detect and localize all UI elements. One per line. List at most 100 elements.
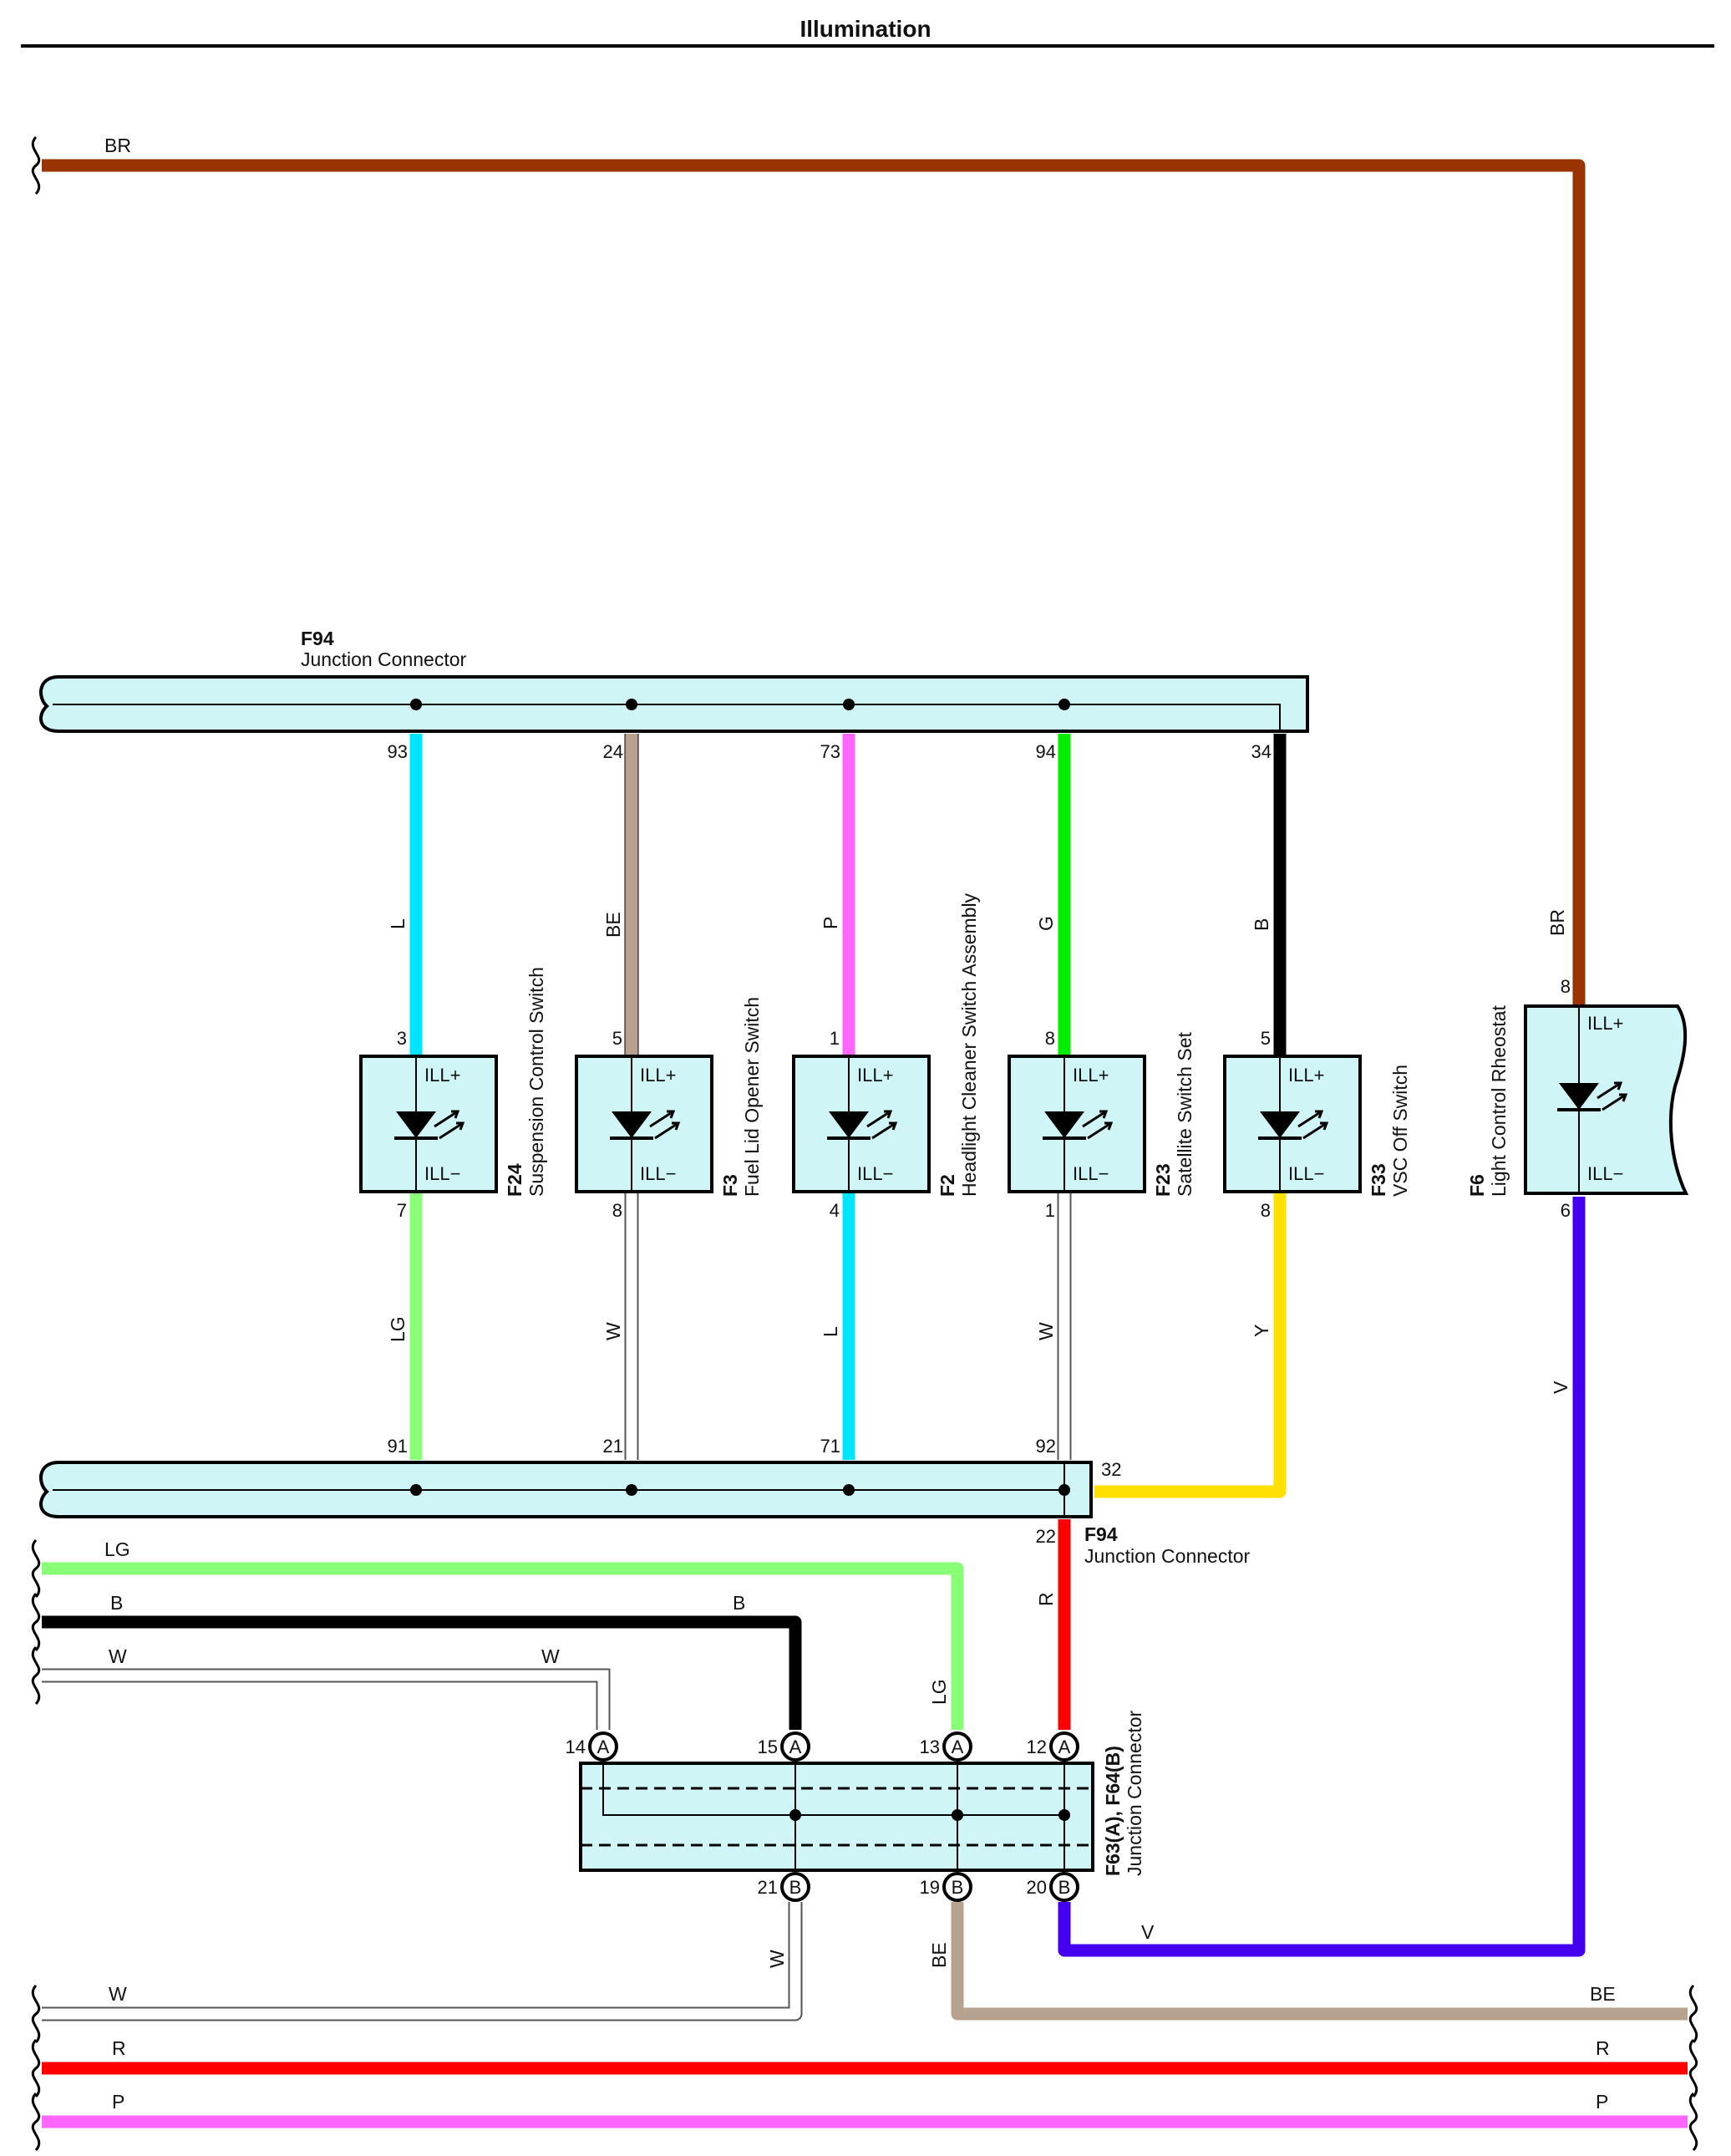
wire-label: B (1251, 918, 1272, 931)
wire-label: W (766, 1950, 788, 1968)
pin-label: 21 (603, 1436, 623, 1457)
splice-dot (410, 1484, 422, 1496)
wire-label: W (1035, 1322, 1057, 1340)
component-name: Suspension Control Switch (525, 967, 547, 1197)
ill-minus-label: ILL− (1073, 1163, 1109, 1184)
wire-break-p-right (1688, 2092, 1698, 2152)
wire-label: P (1596, 2091, 1608, 2113)
pin-label: 12 (1027, 1736, 1047, 1757)
wire-label: R (1035, 1592, 1057, 1606)
splice-dot (952, 1809, 963, 1821)
wire-label: LG (928, 1679, 950, 1705)
wire-label: W (602, 1322, 624, 1340)
splice-dot (843, 1484, 855, 1496)
ill-minus-label: ILL− (857, 1163, 893, 1184)
wire-break-w (31, 1645, 41, 1706)
component-name: Headlight Cleaner Switch Assembly (958, 892, 980, 1197)
splice-dot (843, 699, 855, 710)
wire-label: R (1596, 2037, 1610, 2059)
pin-label: 8 (1561, 976, 1571, 997)
pin-label: 15 (758, 1736, 778, 1757)
wire-label: L (387, 918, 409, 929)
ill-minus-label: ILL− (424, 1163, 460, 1184)
wire-label: LG (104, 1538, 130, 1560)
terminal-a: A (588, 1731, 618, 1762)
wire-label: V (1550, 1381, 1571, 1394)
pin-label: 32 (1101, 1459, 1121, 1480)
wire-label: BE (602, 912, 624, 938)
junction-connector-f63 (579, 1762, 1094, 1872)
pin-label: 4 (830, 1200, 840, 1221)
wire-label: W (109, 1645, 127, 1667)
component-code: F33 (1368, 1163, 1389, 1197)
pin-label: 24 (603, 741, 623, 762)
pin-label: 19 (920, 1877, 940, 1898)
rheostat-f6 (1524, 1004, 1689, 1195)
wire-label: G (1035, 916, 1057, 931)
wire-label: B (110, 1592, 123, 1614)
wire-label: LG (387, 1316, 409, 1342)
junction-top-code: F94 (301, 628, 334, 649)
wire-break-be-right (1688, 1984, 1698, 2044)
terminal-a: A (780, 1731, 810, 1762)
component-name: Fuel Lid Opener Switch (741, 997, 763, 1197)
component-code: F24 (504, 1163, 525, 1197)
wire-label: BE (928, 1942, 950, 1968)
splice-dot (410, 699, 422, 710)
wire-label: R (112, 2037, 126, 2059)
junction-top-name: Junction Connector (301, 648, 467, 670)
junction-connector-top (39, 675, 1309, 733)
pin-label: 7 (397, 1200, 407, 1221)
terminal-b: B (780, 1872, 810, 1902)
wire-label: W (541, 1645, 560, 1667)
pin-label: 92 (1036, 1436, 1056, 1457)
pin-label: 5 (612, 1028, 622, 1049)
pin-label: 8 (1045, 1028, 1055, 1049)
terminal-a: A (1049, 1731, 1079, 1762)
pin-label: 20 (1027, 1877, 1047, 1898)
pin-label: 21 (758, 1877, 778, 1898)
wire-break-lg (31, 1538, 41, 1599)
wire-label: L (820, 1326, 841, 1337)
ill-plus-label: ILL+ (640, 1065, 676, 1086)
splice-dot (1058, 1484, 1070, 1496)
switch-suspension-control (359, 1055, 498, 1193)
wire-label: Y (1251, 1325, 1272, 1337)
pin-label: 8 (1261, 1200, 1271, 1221)
pin-label: 1 (1045, 1200, 1055, 1221)
ill-plus-label: ILL+ (424, 1065, 460, 1086)
svg-text:A: A (789, 1736, 802, 1757)
wire-w-bottom (42, 1902, 803, 2021)
pin-label: 94 (1036, 741, 1056, 762)
wire-break-r-right (1688, 2038, 1698, 2098)
svg-text:B: B (789, 1877, 802, 1898)
ill-plus-label: ILL+ (1073, 1065, 1109, 1086)
terminal-b: B (1049, 1872, 1079, 1902)
component-name: Satellite Switch Set (1174, 1032, 1195, 1197)
pin-label: 22 (1036, 1526, 1056, 1547)
wire-label: W (109, 1983, 127, 2005)
component-code: F23 (1152, 1163, 1174, 1197)
pin-label: 6 (1561, 1200, 1571, 1221)
wire-break-p-left (31, 2092, 41, 2152)
wire-label: P (112, 2091, 124, 2113)
splice-dot (1058, 1809, 1070, 1821)
wire-w (42, 1668, 611, 1730)
switch-fuel-lid-opener (575, 1055, 713, 1193)
svg-text:A: A (952, 1736, 964, 1757)
svg-text:B: B (952, 1877, 964, 1898)
ill-plus-label: ILL+ (1288, 1065, 1324, 1086)
wire-br-top (42, 159, 1586, 1007)
wire-label: P (820, 917, 841, 929)
ill-plus-label: ILL+ (1587, 1013, 1623, 1034)
wire-v (1058, 1197, 1586, 1957)
wire-label-br-left: BR (104, 135, 131, 156)
pin-label: 5 (1261, 1028, 1271, 1049)
component-name: VSC Off Switch (1389, 1065, 1411, 1197)
pin-label: 71 (820, 1436, 840, 1457)
splice-dot (626, 1484, 637, 1496)
pin-label: 91 (388, 1436, 408, 1457)
component-code: F3 (719, 1174, 741, 1197)
terminal-b: B (942, 1872, 972, 1902)
